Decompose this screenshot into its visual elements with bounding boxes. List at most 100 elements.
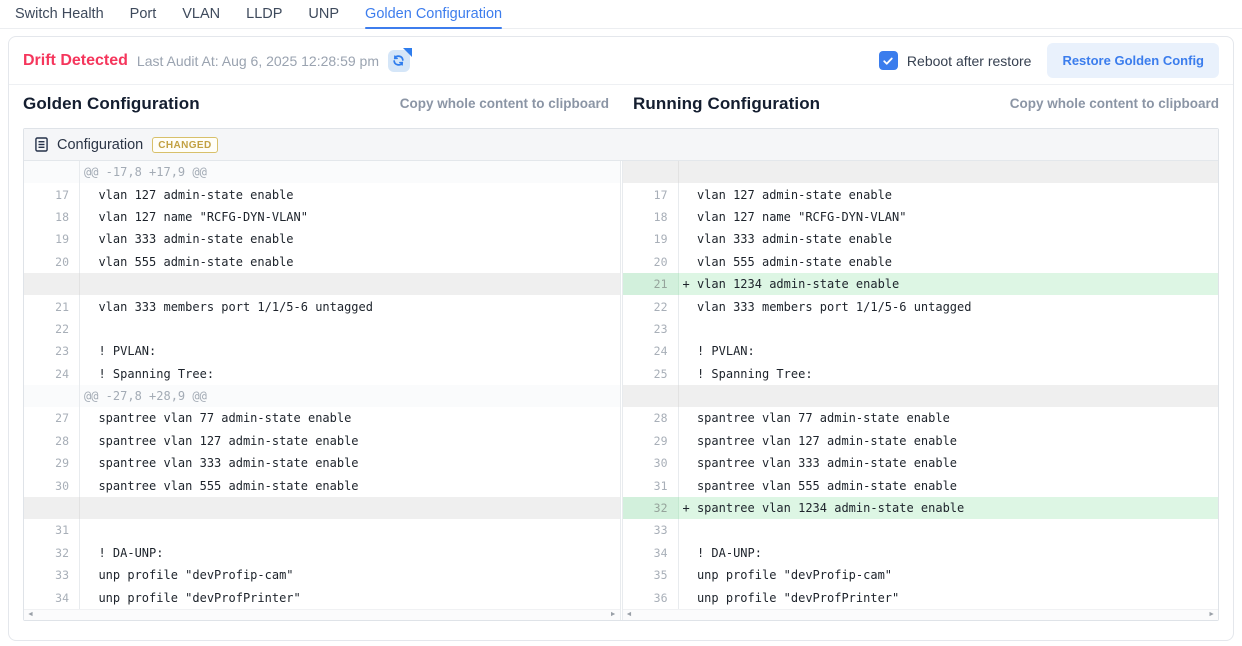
code-line: ! Spanning Tree: [80,363,620,385]
column-headings: Golden Configuration Copy whole content … [9,85,1233,122]
golden-line-19: 19 vlan 333 admin-state enable [24,228,620,250]
scroll-right-icon[interactable]: ► [1208,611,1215,618]
running-line-36: 36 unp profile "devProfPrinter" [623,586,1219,608]
running-line [623,385,1219,407]
code-line [679,161,1219,183]
code-line: vlan 555 admin-state enable [80,251,620,273]
running-line-28: 28 spantree vlan 77 admin-state enable [623,407,1219,429]
diff-body: @@ -17,8 +17,9 @@17 vlan 127 admin-state… [24,161,1218,620]
running-diff-pane: 17 vlan 127 admin-state enable18 vlan 12… [622,161,1219,620]
code-line: vlan 127 admin-state enable [679,183,1219,205]
diff-panel-header: Configuration CHANGED [24,129,1218,161]
golden-diff-pane: @@ -17,8 +17,9 @@17 vlan 127 admin-state… [24,161,621,620]
code-line: vlan 333 members port 1/1/5-6 untagged [80,295,620,317]
golden-line: @@ -27,8 +28,9 @@ [24,385,620,407]
code-line: vlan 333 admin-state enable [679,228,1219,250]
hunk-header: @@ -17,8 +17,9 @@ [80,161,620,183]
line-number: 21 [24,295,80,317]
golden-line-18: 18 vlan 127 name "RCFG-DYN-VLAN" [24,206,620,228]
audit-refresh-icon[interactable] [388,50,410,72]
tab-switch-health[interactable]: Switch Health [15,0,104,28]
line-number: 32 [24,542,80,564]
tab-unp[interactable]: UNP [308,0,339,28]
line-number: 28 [24,430,80,452]
code-line: spantree vlan 555 admin-state enable [80,474,620,496]
reboot-checkbox[interactable] [879,51,898,70]
drift-header: Drift Detected Last Audit At: Aug 6, 202… [9,37,1233,85]
line-number: 20 [623,251,679,273]
golden-line-17: 17 vlan 127 admin-state enable [24,183,620,205]
code-line: vlan 333 members port 1/1/5-6 untagged [679,295,1219,317]
line-number: 33 [623,519,679,541]
line-number: 23 [623,318,679,340]
last-audit-text: Last Audit At: Aug 6, 2025 12:28:59 pm [137,53,379,69]
line-number: 35 [623,564,679,586]
line-number: 30 [24,474,80,496]
running-heading-block: Running Configuration Copy whole content… [617,94,1219,114]
scroll-left-icon[interactable]: ◄ [27,611,34,618]
running-line-22: 22 vlan 333 members port 1/1/5-6 untagge… [623,295,1219,317]
scroll-right-icon[interactable]: ► [610,611,617,618]
code-line: + spantree vlan 1234 admin-state enable [679,497,1219,519]
copy-golden-to-clipboard-link[interactable]: Copy whole content to clipboard [400,96,609,111]
line-number: 27 [24,407,80,429]
line-number: 29 [623,430,679,452]
document-icon [35,137,48,152]
running-horizontal-scrollbar[interactable]: ◄ ► [623,609,1219,620]
running-line-20: 20 vlan 555 admin-state enable [623,251,1219,273]
code-line: ! Spanning Tree: [679,363,1219,385]
copy-running-to-clipboard-link[interactable]: Copy whole content to clipboard [1010,96,1219,111]
code-line: unp profile "devProfip-cam" [80,564,620,586]
code-line [80,273,620,295]
line-number: 32 [623,497,679,519]
line-number [623,385,679,407]
reboot-checkbox-label: Reboot after restore [907,53,1032,69]
code-line: spantree vlan 555 admin-state enable [679,474,1219,496]
line-number [24,385,80,407]
line-number: 34 [623,542,679,564]
line-number: 21 [623,273,679,295]
line-number: 22 [623,295,679,317]
running-line-21: 21+ vlan 1234 admin-state enable [623,273,1219,295]
golden-line-27: 27 spantree vlan 77 admin-state enable [24,407,620,429]
restore-golden-config-button[interactable]: Restore Golden Config [1047,43,1219,78]
running-configuration-title: Running Configuration [633,94,820,114]
golden-line-31: 31 [24,519,620,541]
line-number: 22 [24,318,80,340]
code-line: spantree vlan 77 admin-state enable [679,407,1219,429]
golden-line-34: 34 unp profile "devProfPrinter" [24,586,620,608]
golden-line-29: 29 spantree vlan 333 admin-state enable [24,452,620,474]
tab-golden-configuration[interactable]: Golden Configuration [365,0,502,28]
running-line-34: 34 ! DA-UNP: [623,542,1219,564]
line-number: 18 [623,206,679,228]
golden-configuration-title: Golden Configuration [23,94,200,114]
reboot-after-restore-option: Reboot after restore [879,51,1032,70]
running-line-32: 32+ spantree vlan 1234 admin-state enabl… [623,497,1219,519]
code-line: unp profile "devProfip-cam" [679,564,1219,586]
line-number: 23 [24,340,80,362]
code-line: ! DA-UNP: [679,542,1219,564]
line-number [623,161,679,183]
line-number: 20 [24,251,80,273]
running-line-29: 29 spantree vlan 127 admin-state enable [623,430,1219,452]
line-number: 17 [623,183,679,205]
tab-lldp[interactable]: LLDP [246,0,282,28]
running-line-25: 25 ! Spanning Tree: [623,363,1219,385]
golden-horizontal-scrollbar[interactable]: ◄ ► [24,609,620,620]
running-line-17: 17 vlan 127 admin-state enable [623,183,1219,205]
code-line [679,385,1219,407]
code-line: spantree vlan 77 admin-state enable [80,407,620,429]
running-line-23: 23 [623,318,1219,340]
hunk-header: @@ -27,8 +28,9 @@ [80,385,620,407]
scroll-left-icon[interactable]: ◄ [626,611,633,618]
golden-diff-rows: @@ -17,8 +17,9 @@17 vlan 127 admin-state… [24,161,620,609]
tab-bar: Switch Health Port VLAN LLDP UNP Golden Confi… [0,0,1242,29]
code-line: spantree vlan 333 admin-state enable [679,452,1219,474]
line-number [24,497,80,519]
running-line-19: 19 vlan 333 admin-state enable [623,228,1219,250]
tab-vlan[interactable]: VLAN [182,0,220,28]
tab-port[interactable]: Port [130,0,157,28]
golden-config-card: Drift Detected Last Audit At: Aug 6, 202… [8,36,1234,641]
code-line: spantree vlan 127 admin-state enable [80,430,620,452]
golden-line-32: 32 ! DA-UNP: [24,542,620,564]
